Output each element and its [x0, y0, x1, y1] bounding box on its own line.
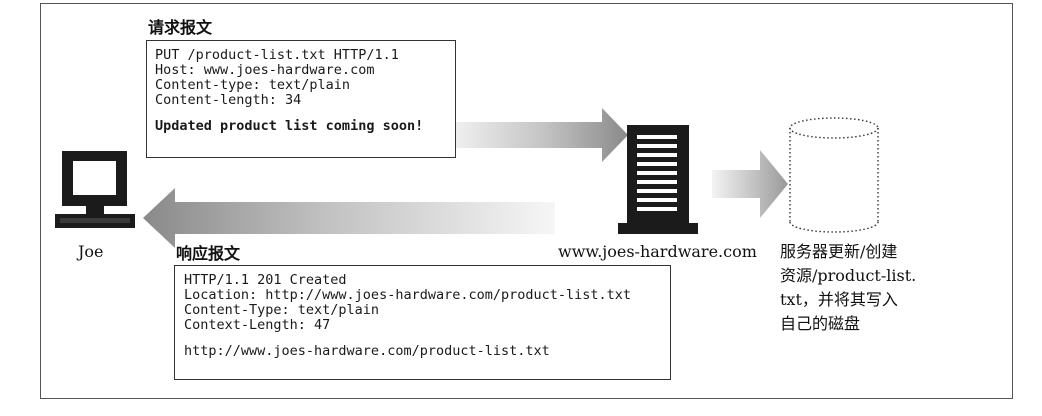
storage-caption: 服务器更新/创建 资源/product-list. txt，并将其写入 自己的磁… [780, 240, 916, 336]
server-rack-icon [618, 125, 698, 234]
response-arrow [143, 188, 555, 248]
disk-cylinder-icon [789, 117, 879, 233]
request-message-title: 请求报文 [148, 18, 213, 37]
response-header-context-length: Context-Length: 47 [184, 317, 331, 333]
request-body: Updated product list coming soon! [155, 118, 424, 134]
response-status-line: HTTP/1.1 201 Created [184, 272, 347, 288]
client-label: Joe [78, 242, 104, 261]
write-to-disk-arrow [712, 150, 788, 218]
request-line: PUT /product-list.txt HTTP/1.1 [155, 47, 399, 63]
computer-terminal-icon [55, 151, 135, 228]
server-label: www.joes-hardware.com [558, 242, 757, 261]
storage-caption-line: 自己的磁盘 [780, 314, 861, 333]
request-header-host: Host: www.joes-hardware.com [155, 62, 375, 78]
diagram-frame [40, 3, 1013, 399]
response-header-content-type: Content-Type: text/plain [184, 302, 380, 318]
storage-caption-line: txt，并将其写入 [780, 290, 898, 309]
response-message-box: HTTP/1.1 201 Created Location: http://ww… [174, 265, 671, 380]
response-header-location: Location: http://www.joes-hardware.com/p… [184, 287, 632, 303]
response-message-title: 响应报文 [176, 244, 241, 263]
request-header-content-type: Content-type: text/plain [155, 77, 351, 93]
storage-caption-line: 资源/product-list. [780, 266, 917, 285]
request-arrow [440, 108, 628, 162]
request-header-content-length: Content-length: 34 [155, 92, 302, 108]
response-body: http://www.joes-hardware.com/product-lis… [184, 343, 550, 359]
request-message-box: PUT /product-list.txt HTTP/1.1 Host: www… [146, 40, 456, 158]
storage-caption-line: 服务器更新/创建 [780, 242, 898, 261]
